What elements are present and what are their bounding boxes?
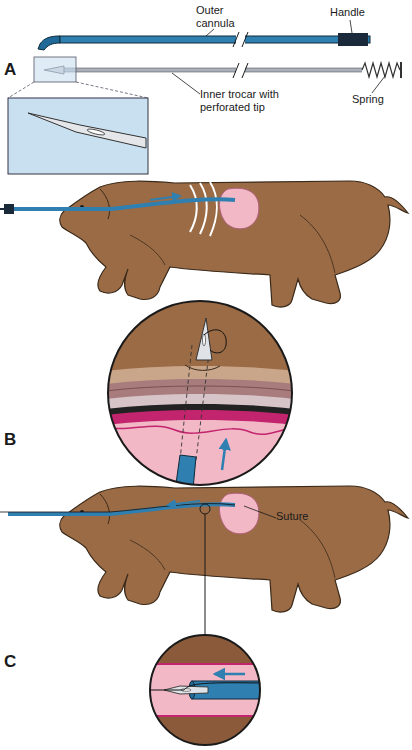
muscle-fiber (100, 386, 300, 392)
inset-leader (8, 82, 148, 98)
detail-leader (205, 514, 206, 635)
tube-end (0, 208, 5, 210)
esophagus-wall (150, 715, 260, 717)
handle (338, 33, 368, 46)
inset-source (34, 57, 76, 82)
magnifier-ring (108, 301, 292, 485)
tube (8, 504, 235, 514)
suture (204, 330, 226, 353)
ribs (190, 182, 217, 236)
trocar-blade (28, 113, 146, 148)
part-label: Suture (276, 510, 336, 523)
tube (12, 199, 235, 209)
skin-incision (185, 365, 220, 370)
break-mark (233, 32, 248, 47)
break-mark (233, 63, 248, 78)
magnified-view (100, 300, 300, 500)
magnified-view (150, 635, 262, 745)
leader-line (206, 29, 214, 36)
inset-box (8, 98, 148, 174)
leader-line (244, 506, 276, 518)
leader-line (350, 20, 352, 33)
tube-handle (4, 204, 14, 214)
trocar-edge (62, 68, 362, 69)
inner-trocar (62, 68, 362, 72)
part-label: Handle (330, 6, 390, 19)
suture (150, 683, 260, 690)
direction-arrow (222, 440, 226, 470)
trocar-edge (62, 72, 362, 73)
part-label: Spring (352, 93, 408, 106)
direction-arrow (150, 196, 180, 200)
panel-letter: C (4, 652, 24, 672)
muscle-layer (100, 379, 300, 500)
direction-arrow (168, 501, 200, 505)
trocar-path (180, 345, 210, 460)
magnifier-ring (150, 635, 260, 745)
perforation (203, 334, 206, 346)
cannula-tip (38, 36, 60, 50)
trocar-blade (196, 318, 212, 360)
panel-letter: A (4, 60, 24, 80)
detail-marker (200, 504, 210, 514)
direction-arrow (215, 673, 245, 676)
leader-line (372, 76, 385, 93)
panel-letter: B (4, 430, 24, 450)
fat-layer (100, 366, 300, 500)
spring-cap (400, 62, 402, 78)
spring (362, 63, 400, 77)
outer-cannula (60, 36, 370, 43)
skin (100, 300, 300, 500)
part-label: Outer cannula (196, 4, 246, 29)
part-label: Inner trocar with perforated tip (200, 88, 310, 113)
esophagus-wall (150, 663, 260, 665)
leader-line (172, 73, 200, 94)
perforation (87, 128, 105, 136)
